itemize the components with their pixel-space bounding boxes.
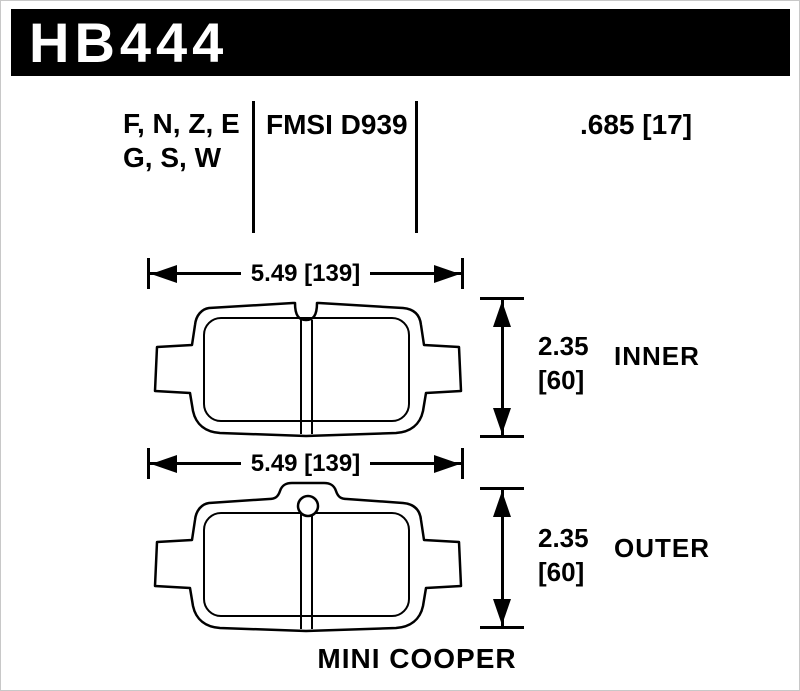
dimension-tick — [461, 448, 464, 479]
vehicle-name: MINI COOPER — [317, 643, 517, 674]
inner-pad-drawing — [153, 301, 463, 438]
inner-thickness-inches: 2.35 — [538, 331, 589, 361]
arrowhead-left-icon — [151, 264, 177, 283]
spec-divider-left — [252, 101, 255, 233]
arrowhead-up-icon — [493, 491, 511, 517]
inner-thickness-mm: [60] — [538, 365, 585, 395]
outer-pad-width-value: 5.49 [139] — [240, 449, 371, 478]
sensor-hole-icon — [296, 494, 320, 518]
compound-codes: F, N, Z, E G, S, W — [123, 107, 240, 175]
arrowhead-up-icon — [493, 301, 511, 327]
dimension-tick — [480, 626, 524, 629]
arrowhead-right-icon — [434, 454, 460, 473]
spec-divider-right — [415, 101, 418, 233]
inner-pad-position-label: INNER — [614, 341, 700, 371]
dimension-tick — [461, 258, 464, 289]
nominal-thickness: .685 [17] — [580, 109, 693, 140]
dimension-line — [500, 490, 504, 626]
arrowhead-down-icon — [493, 599, 511, 625]
arrowhead-down-icon — [493, 408, 511, 434]
dimension-tick — [147, 448, 150, 479]
arrowhead-left-icon — [151, 454, 177, 473]
arrowhead-right-icon — [434, 264, 460, 283]
dimension-tick — [480, 487, 524, 490]
fmsi-number: FMSI D939 — [266, 109, 408, 140]
inner-pad-width-dimension-arrow: 5.49 [139] — [147, 258, 464, 289]
outer-pad-width-dimension-arrow: 5.49 [139] — [147, 448, 464, 479]
outer-thickness-inches: 2.35 — [538, 523, 589, 553]
outer-pad-thickness-value: 2.35 [60] — [538, 521, 589, 589]
dimension-tick — [480, 297, 524, 300]
inner-pad-thickness-dimension-arrow — [480, 297, 524, 438]
compound-codes-line2: G, S, W — [123, 142, 221, 173]
header-bar: HB444 — [11, 9, 790, 76]
dimension-tick — [480, 435, 524, 438]
dimension-tick — [147, 258, 150, 289]
outer-pad-position-label: OUTER — [614, 533, 710, 563]
inner-pad-width-value: 5.49 [139] — [240, 259, 371, 288]
compound-codes-line1: F, N, Z, E — [123, 108, 240, 139]
dimension-line — [500, 300, 504, 435]
outer-pad-drawing — [153, 481, 463, 633]
outer-pad-thickness-dimension-arrow — [480, 487, 524, 629]
outer-thickness-mm: [60] — [538, 557, 585, 587]
part-number: HB444 — [29, 10, 229, 74]
inner-pad-thickness-value: 2.35 [60] — [538, 329, 589, 397]
